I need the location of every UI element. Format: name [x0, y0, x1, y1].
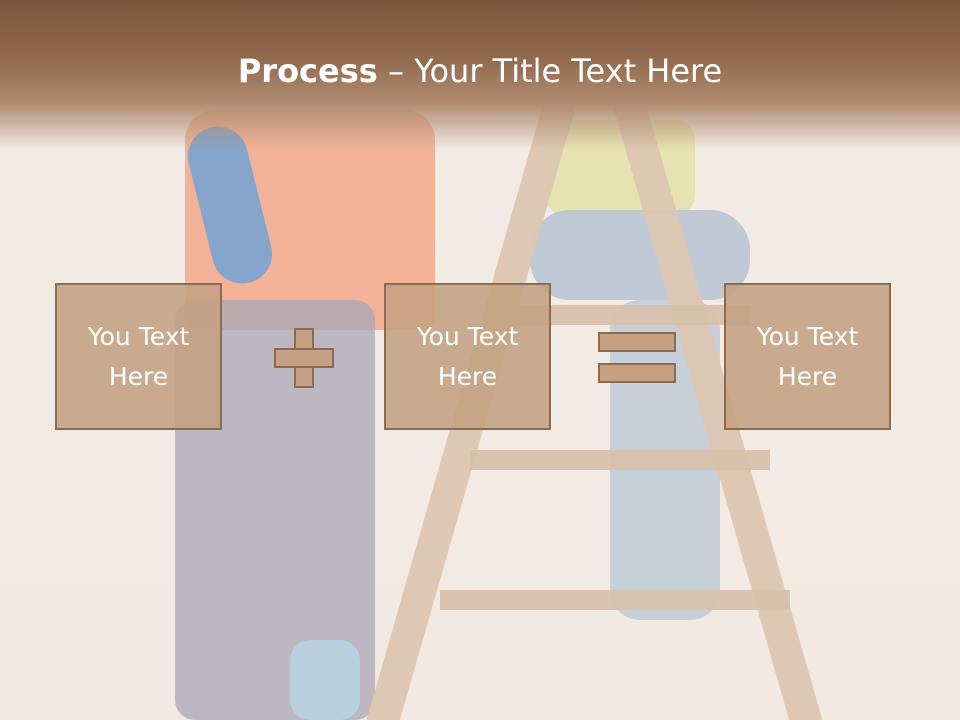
- child-leg: [530, 210, 750, 300]
- process-box-1-text: You Text Here: [87, 321, 190, 391]
- process-box-2-text: You Text Here: [416, 321, 519, 391]
- process-box-3[interactable]: You Text Here: [724, 283, 891, 430]
- slide-title[interactable]: Process – Your Title Text Here: [0, 52, 960, 90]
- ladder-rung: [470, 450, 770, 470]
- painter-boot: [290, 640, 360, 720]
- title-rest: – Your Title Text Here: [377, 52, 723, 90]
- process-box-1[interactable]: You Text Here: [55, 283, 222, 430]
- process-box-2[interactable]: You Text Here: [384, 283, 551, 430]
- process-box-3-text: You Text Here: [756, 321, 859, 391]
- title-bold: Process: [237, 52, 378, 90]
- plus-icon: [274, 328, 334, 388]
- ladder-rung: [500, 305, 750, 325]
- ladder-rung: [440, 590, 790, 610]
- title-band: [0, 0, 960, 150]
- equals-icon: [598, 332, 676, 384]
